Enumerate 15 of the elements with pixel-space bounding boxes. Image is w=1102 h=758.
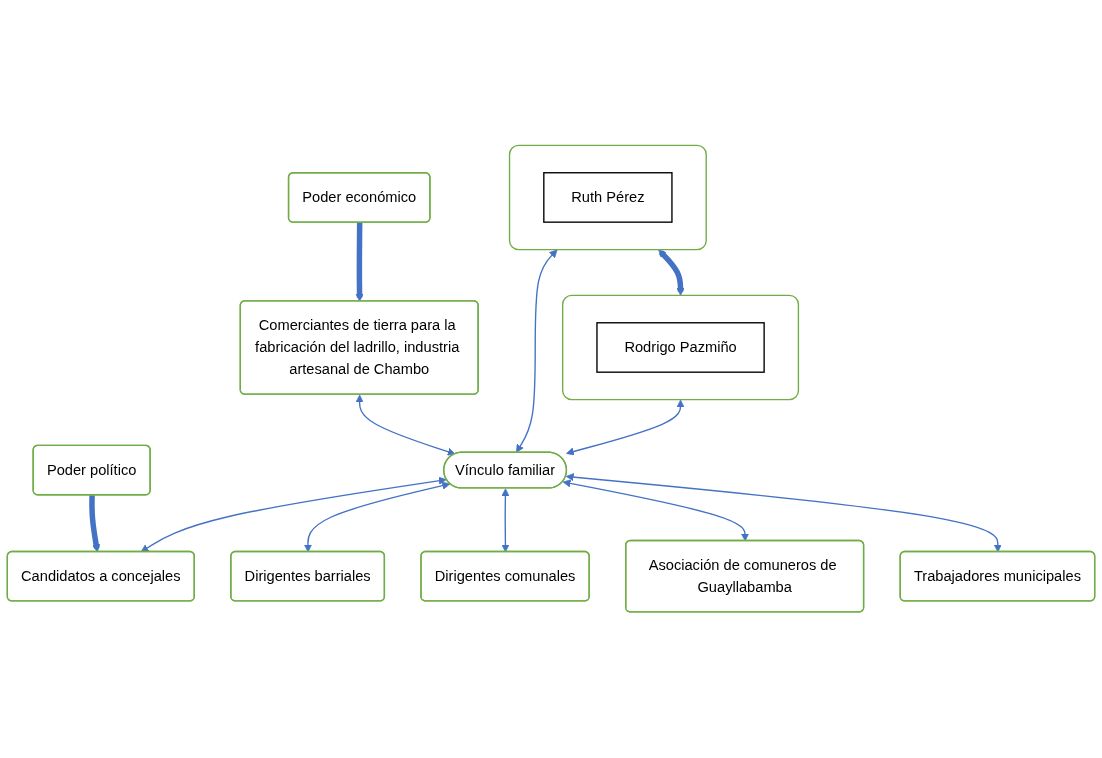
arrow bbox=[562, 479, 749, 542]
node-box: Ruth Pérez bbox=[543, 172, 673, 224]
arrow bbox=[140, 477, 447, 553]
arrow bbox=[501, 488, 510, 553]
arrow bbox=[303, 482, 451, 553]
cluster bbox=[508, 145, 707, 251]
arrow bbox=[516, 249, 558, 453]
arrow bbox=[658, 249, 685, 297]
arrow bbox=[565, 473, 1002, 553]
arrow bbox=[566, 400, 685, 456]
arrow bbox=[89, 495, 101, 553]
arrow bbox=[355, 395, 456, 457]
arrow bbox=[355, 223, 364, 303]
cluster bbox=[561, 295, 800, 401]
node-box: Rodrigo Pazmiño bbox=[596, 322, 765, 374]
